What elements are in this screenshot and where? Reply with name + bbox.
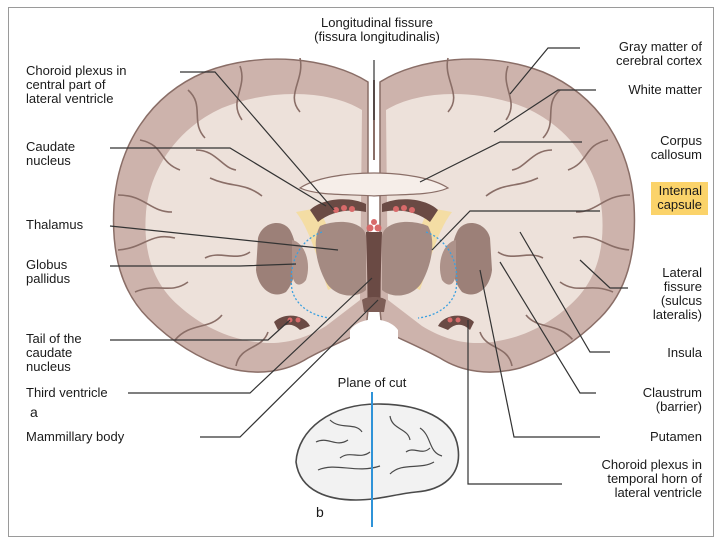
label-line: Mammillary body (26, 430, 124, 444)
panel-b-label: b (316, 504, 324, 520)
label-insula: Insula (667, 346, 702, 360)
label-line: caudate (26, 346, 82, 360)
label-white-matter: White matter (628, 83, 702, 97)
label-line: cerebral cortex (616, 54, 702, 68)
lateral-brain-outline (296, 404, 459, 500)
label-line: Putamen (650, 430, 702, 444)
label-line: Plane of cut (312, 376, 432, 390)
label-gray-matter: Gray matter of cerebral cortex (616, 40, 702, 68)
label-choroid-plexus-temporal: Choroid plexus in temporal horn of later… (602, 458, 702, 500)
label-line: Insula (667, 346, 702, 360)
label-line: pallidus (26, 272, 70, 286)
label-corpus-callosum: Corpus callosum (651, 134, 702, 162)
label-claustrum: Claustrum (barrier) (643, 386, 702, 414)
label-line: nucleus (26, 154, 75, 168)
right-putamen (452, 223, 492, 295)
label-line: Tail of the (26, 332, 82, 346)
label-line: Corpus (651, 134, 702, 148)
label-lateral-fissure: Lateral fissure (sulcus lateralis) (653, 266, 702, 322)
label-line: Caudate (26, 140, 75, 154)
label-line: capsule (657, 198, 702, 212)
label-line: Third ventricle (26, 386, 108, 400)
label-mammillary-body: Mammillary body (26, 430, 124, 444)
label-tail-caudate: Tail of the caudate nucleus (26, 332, 82, 374)
label-line: Internal (657, 184, 702, 198)
label-line: callosum (651, 148, 702, 162)
label-internal-capsule: Internal capsule (651, 182, 708, 215)
label-line: Choroid plexus in (602, 458, 702, 472)
label-line: (fissura longitudinalis) (282, 30, 472, 44)
label-caudate-nucleus: Caudate nucleus (26, 140, 75, 168)
label-line: Gray matter of (616, 40, 702, 54)
label-line: (sulcus (653, 294, 702, 308)
label-line: lateralis) (653, 308, 702, 322)
label-third-ventricle: Third ventricle (26, 386, 108, 400)
label-choroid-plexus-central: Choroid plexus in central part of latera… (26, 64, 126, 106)
label-line: nucleus (26, 360, 82, 374)
label-thalamus: Thalamus (26, 218, 83, 232)
label-line: lateral ventricle (602, 486, 702, 500)
label-globus-pallidus: Globus pallidus (26, 258, 70, 286)
label-line: Globus (26, 258, 70, 272)
label-line: Lateral (653, 266, 702, 280)
label-line: Choroid plexus in (26, 64, 126, 78)
base-notch (350, 320, 398, 361)
label-line: Claustrum (643, 386, 702, 400)
label-longitudinal-fissure: Longitudinal fissure (fissura longitudin… (282, 16, 472, 44)
label-line: Thalamus (26, 218, 83, 232)
label-line: fissure (653, 280, 702, 294)
label-line: temporal horn of (602, 472, 702, 486)
label-line: Longitudinal fissure (282, 16, 472, 30)
label-putamen: Putamen (650, 430, 702, 444)
label-line: (barrier) (643, 400, 702, 414)
left-putamen (256, 223, 296, 295)
panel-a-label: a (30, 404, 38, 420)
label-line: White matter (628, 83, 702, 97)
label-line: lateral ventricle (26, 92, 126, 106)
label-plane-of-cut: Plane of cut (312, 376, 432, 390)
label-line: central part of (26, 78, 126, 92)
